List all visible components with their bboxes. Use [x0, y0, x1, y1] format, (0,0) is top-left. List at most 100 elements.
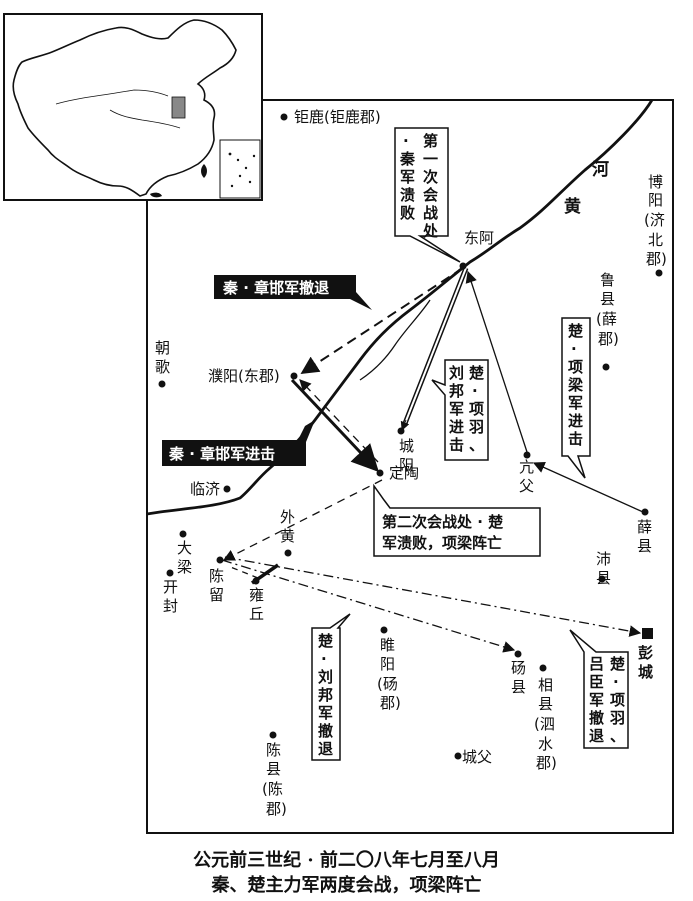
town-dot-xiangxian [539, 664, 547, 672]
town-dot-julu [280, 113, 288, 121]
svg-text:郡): 郡) [266, 800, 287, 818]
label-chengfu: 城父 [462, 748, 492, 766]
svg-text:(泗: (泗 [534, 715, 555, 733]
svg-text:·: · [321, 650, 327, 668]
town-dot-peixian [598, 575, 606, 583]
svg-text:军: 军 [568, 394, 583, 412]
box-qin-advance: 秦 · 章邯军进击 [162, 420, 315, 466]
label-donga: 东阿 [464, 229, 494, 247]
svg-text:雍: 雍 [249, 586, 264, 604]
svg-text:梁: 梁 [567, 376, 584, 394]
label-suiyang: 睢 阳 (砀 郡) [377, 636, 401, 712]
label-chenliu: 陈 留 [209, 567, 224, 604]
svg-text:羽: 羽 [610, 709, 625, 727]
svg-text:县: 县 [596, 569, 611, 587]
svg-text:一: 一 [423, 150, 438, 168]
svg-text:败: 败 [400, 204, 415, 222]
town-dot-kangfu [523, 451, 531, 459]
svg-text:丘: 丘 [249, 605, 264, 623]
svg-text:·: · [571, 340, 577, 358]
box-chu-liubang-retreat: 楚 · 刘 邦 军 撤 退 [311, 613, 351, 761]
label-xiangxian: 相 县 (泗 水 郡) [534, 676, 557, 772]
svg-text:水: 水 [538, 735, 553, 753]
town-dot-linji [223, 485, 231, 493]
svg-text:郡): 郡) [646, 250, 667, 268]
town-dot-puyang [290, 372, 298, 380]
svg-text:梁: 梁 [177, 558, 192, 576]
svg-text:进: 进 [568, 412, 583, 430]
svg-text:父: 父 [519, 477, 534, 495]
river-secondary [359, 299, 431, 381]
town-dot-chengfu [454, 752, 462, 760]
route-xue-kangfu [532, 461, 644, 513]
svg-text:城: 城 [399, 437, 414, 455]
label-chenxian: 陈 县 (陈 郡) [262, 741, 287, 818]
town-dot-luxian [602, 363, 610, 371]
svg-text:邦: 邦 [449, 382, 464, 400]
svg-text:第二次会战处 · 楚: 第二次会战处 · 楚 [382, 513, 504, 531]
svg-text:阳: 阳 [380, 655, 395, 673]
svg-text:楚: 楚 [469, 364, 485, 382]
svg-text:羽: 羽 [469, 418, 484, 436]
svg-text:臣: 臣 [589, 673, 604, 691]
town-dot-boyang [655, 269, 663, 277]
svg-text:邦: 邦 [318, 686, 333, 704]
svg-text:阳: 阳 [648, 191, 663, 209]
town-markers [158, 113, 663, 760]
svg-text:军: 军 [589, 691, 604, 709]
svg-text:歌: 歌 [155, 358, 170, 376]
box-battle1: 第 一 次 会 战 处 · 秦 军 溃 败 [394, 127, 461, 263]
svg-text:退: 退 [318, 740, 333, 758]
town-dot-zhaoge [158, 380, 166, 388]
route-liubang-retreat [221, 559, 516, 653]
svg-text:彭: 彭 [638, 644, 653, 662]
svg-text:大: 大 [177, 539, 192, 557]
town-dot-chenliu [216, 556, 224, 564]
river-label-he: 河 [592, 160, 609, 180]
svg-text:博: 博 [648, 173, 663, 191]
svg-text:秦: 秦 [399, 150, 416, 168]
label-linji: 临济 [190, 480, 220, 498]
label-daliang: 大 梁 [177, 539, 192, 576]
town-dot-chenxian [269, 731, 277, 739]
svg-text:相: 相 [538, 676, 553, 694]
svg-text:退: 退 [589, 727, 604, 745]
svg-text:、: 、 [469, 436, 484, 454]
svg-text:城: 城 [638, 663, 653, 681]
svg-text:军溃败，项梁阵亡: 军溃败，项梁阵亡 [382, 534, 502, 552]
svg-text:战: 战 [423, 204, 438, 222]
caption-line-1: 公元前三世纪 · 前二〇八年七月至八月 [193, 850, 500, 871]
svg-text:郡): 郡) [598, 330, 619, 348]
svg-text:薛: 薛 [637, 518, 652, 536]
town-dot-waihuang [284, 549, 292, 557]
town-dot-xuexian [641, 508, 649, 516]
label-pengcheng: 彭 城 [638, 644, 653, 681]
svg-text:北: 北 [648, 231, 663, 249]
svg-text:阳: 阳 [399, 456, 414, 474]
label-kaifeng: 开 封 [163, 578, 178, 615]
svg-text:项: 项 [610, 691, 625, 709]
svg-text:击: 击 [449, 436, 464, 454]
svg-text:军: 军 [318, 704, 333, 722]
svg-text:外: 外 [280, 508, 295, 526]
svg-text:开: 开 [163, 578, 178, 596]
town-dot-kaifeng [166, 569, 174, 577]
route-xiangliang-advance [465, 270, 528, 453]
town-dot-yongqiu [252, 577, 260, 585]
town-dot-daliang [179, 530, 187, 538]
svg-text:秦 · 章邯军撤退: 秦 · 章邯军撤退 [222, 279, 329, 297]
svg-text:刘: 刘 [449, 364, 464, 382]
svg-text:县: 县 [511, 678, 526, 696]
svg-text:鲁: 鲁 [600, 271, 615, 289]
svg-text:黄: 黄 [280, 527, 295, 545]
svg-text:楚: 楚 [318, 632, 334, 650]
yellow-river-bank-north [146, 99, 654, 516]
svg-text:秦 · 章邯军进击: 秦 · 章邯军进击 [168, 445, 275, 463]
town-dot-suiyang [380, 626, 388, 634]
svg-text:县: 县 [600, 290, 615, 308]
svg-text:吕: 吕 [589, 655, 604, 673]
svg-text:项: 项 [469, 400, 484, 418]
label-kangfu: 亢 父 [519, 458, 534, 495]
map-caption: 公元前三世纪 · 前二〇八年七月至八月 秦、楚主力军两度会战，项梁阵亡 [0, 848, 693, 898]
